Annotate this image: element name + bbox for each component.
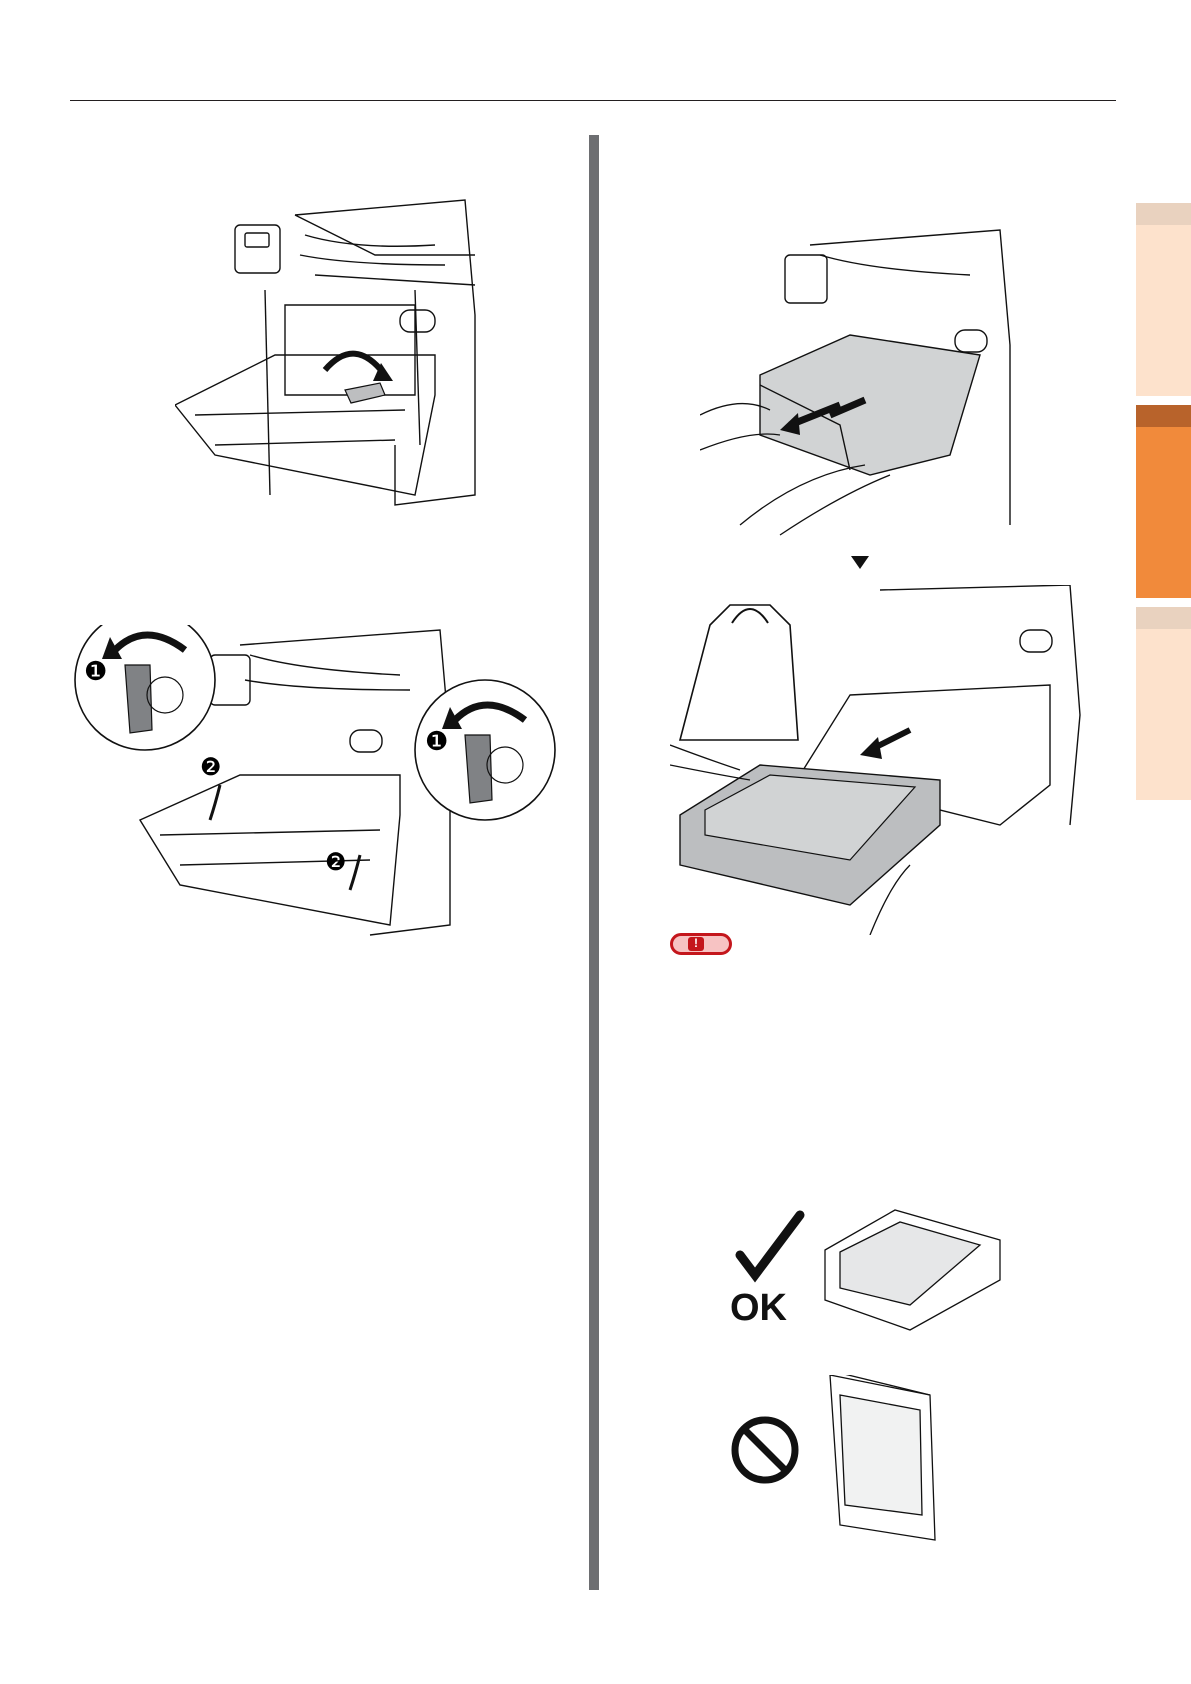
ok-label: OK [730, 1287, 788, 1329]
next-step-arrow [851, 556, 869, 569]
chapter-tab-1[interactable] [1136, 203, 1191, 396]
figure-carry-belt-unit [670, 585, 1090, 935]
chapter-tab-2-active[interactable] [1136, 405, 1191, 598]
figure-open-front-cover [175, 195, 495, 515]
chapter-tab-3[interactable] [1136, 607, 1191, 800]
check-mark-icon [740, 1215, 800, 1275]
figure-release-levers: ❶ ❶ ❷ ❷ [70, 625, 570, 945]
figure-prohibited-orientation [730, 1375, 970, 1545]
figure-pull-belt-unit [700, 225, 1030, 545]
header-rule [70, 100, 1116, 101]
weight-icon [680, 605, 798, 740]
prohibited-icon [735, 1420, 795, 1480]
step-2-label-right: ❷ [325, 848, 347, 876]
step-1-label-right: ❶ [425, 727, 448, 757]
column-divider [589, 135, 599, 1590]
step-2-label-left: ❷ [200, 753, 222, 781]
caution-icon [670, 933, 732, 955]
figure-ok-orientation: OK [730, 1200, 1020, 1335]
step-1-label-left: ❶ [84, 657, 107, 687]
